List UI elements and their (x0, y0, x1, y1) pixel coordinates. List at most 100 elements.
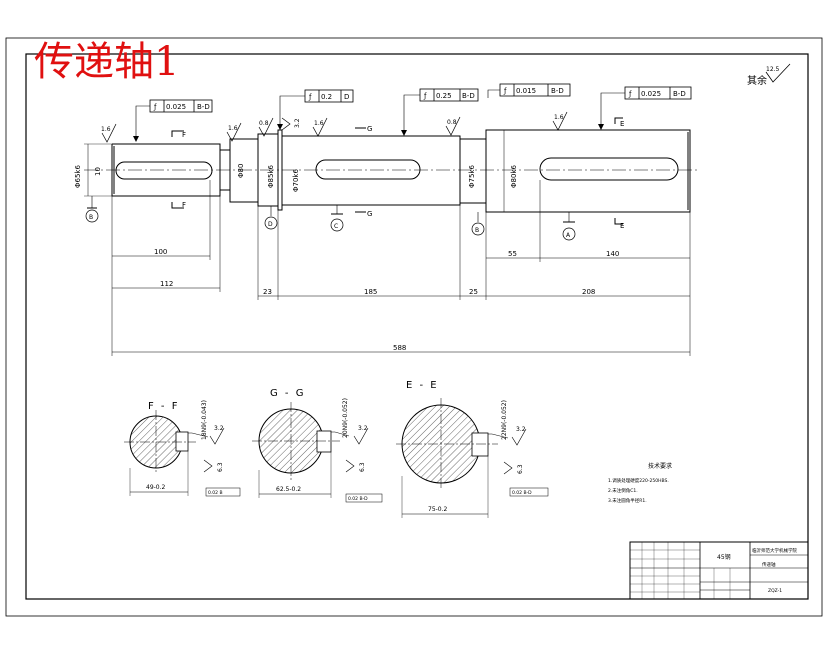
svg-text:3.2: 3.2 (214, 425, 224, 432)
svg-text:75-0.2: 75-0.2 (428, 506, 448, 513)
outer-border (5, 37, 823, 617)
svg-text:B-D: B-D (462, 92, 475, 100)
section-cut-g (355, 127, 366, 213)
svg-text:0.02 B-D: 0.02 B-D (348, 496, 368, 502)
svg-text:C: C (334, 223, 338, 230)
dim-length: 25 (469, 288, 478, 296)
svg-text:0.25: 0.25 (436, 92, 452, 100)
svg-text:62.5-0.2: 62.5-0.2 (276, 486, 301, 493)
diameter-label: Φ80k6 (510, 165, 518, 188)
title-block-material: 45钢 (717, 553, 731, 561)
svg-text:0.015: 0.015 (516, 87, 536, 95)
dim-length: 23 (263, 288, 272, 296)
tech-requirements-heading: 技术要求 (648, 462, 672, 470)
svg-text:A: A (566, 232, 571, 239)
section-mark-e: E (620, 120, 624, 128)
datum-marker: D (264, 206, 278, 230)
gdt-frame: ƒ 0.025 B-D (598, 86, 692, 130)
dimension-lines (111, 180, 691, 356)
svg-text:6.3: 6.3 (217, 462, 224, 472)
title-block-part-name: 传递轴 (762, 561, 776, 568)
svg-text:0.8: 0.8 (447, 119, 457, 126)
svg-text:3.2: 3.2 (358, 425, 368, 432)
svg-text:1.6: 1.6 (554, 114, 564, 121)
section-cut-f (171, 130, 184, 209)
inner-border (25, 53, 809, 600)
roughness-mark: 1.6 (312, 117, 328, 137)
datum-marker: B (85, 196, 99, 223)
section-view-g: G - G 20N9(-0.052) 3.2 6.3 62.5-0.2 0.02… (252, 388, 383, 503)
section-mark-g: G (367, 210, 372, 218)
svg-text:ƒ: ƒ (628, 90, 632, 98)
svg-text:0.025: 0.025 (641, 90, 661, 98)
svg-text:ƒ: ƒ (423, 92, 427, 100)
diameter-label: Φ65k6 (74, 165, 82, 188)
section-view-f: F - F 18N9(-0.043) 3.2 6.3 49-0.2 0.02 B (124, 400, 241, 497)
dim-length: 55 (508, 250, 517, 258)
shaft-outline (111, 129, 691, 213)
roughness-mark: 1.6 (101, 123, 117, 143)
section-label: F - F (148, 401, 179, 412)
roughness-other-value: 12.5 (766, 66, 780, 73)
svg-text:ƒ: ƒ (308, 93, 312, 101)
title-block-school: 临沂师范大学机械学院 (752, 547, 797, 554)
svg-text:20N9(-0.052): 20N9(-0.052) (342, 398, 349, 438)
svg-text:0.025: 0.025 (166, 103, 186, 111)
datum-marker: B (471, 212, 485, 236)
gdt-frame: ƒ 0.015 B-D (487, 83, 571, 98)
section-mark-f: F (182, 201, 186, 209)
dim-length: 140 (606, 250, 619, 258)
tech-requirement-item: 1.调质处理硬度220-250HBS. (608, 477, 669, 484)
svg-text:22N9(-0.052): 22N9(-0.052) (501, 400, 508, 440)
diameter-label: Φ85k6 (267, 165, 275, 188)
datum-marker: A (562, 212, 576, 241)
dim-length: 588 (393, 344, 406, 352)
svg-text:18N9(-0.043): 18N9(-0.043) (201, 400, 208, 440)
svg-text:1.6: 1.6 (228, 125, 238, 132)
diameter-label: Φ70k6 (292, 169, 300, 192)
svg-text:ƒ: ƒ (153, 103, 157, 111)
svg-text:D: D (268, 221, 273, 228)
diameter-label: 10 (94, 167, 102, 176)
dim-length: 185 (364, 288, 377, 296)
svg-text:B: B (89, 214, 93, 221)
tech-requirements: 技术要求 1.调质处理硬度220-250HBS. 2.未注倒角C1. 3.未注圆… (608, 462, 672, 504)
tech-requirement-item: 3.未注圆角半径R1. (608, 497, 647, 504)
title-block (629, 541, 809, 600)
svg-text:ƒ: ƒ (503, 87, 507, 95)
svg-text:1.6: 1.6 (101, 126, 111, 133)
svg-text:B-D: B-D (673, 90, 686, 98)
gdt-frame: ƒ 0.25 B-D (401, 88, 479, 136)
dim-length: 208 (582, 288, 595, 296)
svg-text:B: B (475, 227, 479, 234)
svg-text:B-D: B-D (551, 87, 564, 95)
svg-text:D: D (344, 93, 349, 101)
dim-length: 112 (160, 280, 173, 288)
svg-text:3.2: 3.2 (516, 426, 526, 433)
diameter-labels: Φ65k6 10 Φ80 Φ85k6 Φ70k6 Φ75k6 Φ80k6 (74, 130, 518, 212)
section-cut-e (614, 117, 623, 225)
svg-text:B-D: B-D (197, 103, 210, 111)
svg-text:6.3: 6.3 (517, 464, 524, 474)
title-block-drawing-no: ZQZ-1 (768, 588, 782, 594)
svg-text:1.6: 1.6 (314, 120, 324, 127)
svg-text:3.2: 3.2 (294, 118, 301, 128)
tech-requirement-item: 2.未注倒角C1. (608, 487, 638, 494)
section-label: G - G (270, 388, 305, 399)
drawing-title: 传递轴1 (34, 39, 179, 85)
roughness-mark: 0.8 (258, 117, 274, 137)
svg-text:0.02 B-D: 0.02 B-D (512, 490, 532, 496)
svg-text:0.02 B: 0.02 B (208, 490, 223, 496)
roughness-other-label: 其余 (747, 74, 767, 87)
section-mark-g: G (367, 125, 372, 133)
roughness-mark: 1.6 (226, 122, 242, 142)
section-view-e: E - E 22N9(-0.052) 3.2 6.3 75-0.2 0.02 B… (396, 380, 549, 518)
gdt-frame: ƒ 0.025 B-D (133, 99, 213, 142)
section-label: E - E (406, 380, 439, 391)
datum-marker: C (330, 205, 344, 232)
roughness-mark: 0.8 (445, 116, 461, 136)
svg-text:6.3: 6.3 (359, 462, 366, 472)
section-mark-f: F (182, 131, 186, 139)
